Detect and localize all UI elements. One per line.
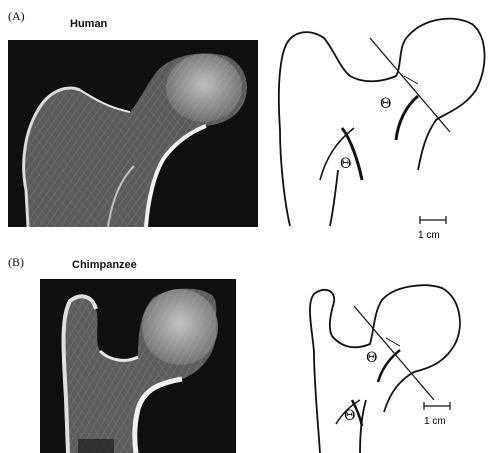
neck-angle-symbol: Θ: [366, 350, 377, 366]
scale-bar: 1 cm: [424, 402, 450, 427]
panel-a-species-label: Human: [70, 18, 107, 30]
human-femur-diagram: Θ Θ 1 cm: [258, 10, 488, 238]
chimpanzee-femur-diagram: Θ Θ 1 cm: [290, 282, 488, 453]
scale-bar-label: 1 cm: [418, 230, 440, 238]
neck-angle-symbol: Θ: [380, 96, 391, 112]
neck-axis-line: [370, 38, 450, 132]
chimpanzee-femur-xray: [40, 279, 236, 453]
chimpanzee-femur-outline: [310, 285, 460, 453]
scale-bar: 1 cm: [418, 216, 446, 238]
panel-b-species-label: Chimpanzee: [72, 259, 137, 271]
panel-b-label: (B): [8, 255, 24, 270]
neck-angle-arc: [378, 350, 400, 382]
shaft-angle-symbol: Θ: [340, 156, 351, 172]
human-femur-xray: [8, 40, 258, 227]
panel-a-label: (A): [8, 9, 25, 24]
neck-angle-arc: [396, 96, 418, 140]
human-femur-outline: [279, 19, 485, 226]
shaft-angle-symbol: Θ: [344, 408, 355, 424]
scale-bar-label: 1 cm: [424, 416, 446, 427]
